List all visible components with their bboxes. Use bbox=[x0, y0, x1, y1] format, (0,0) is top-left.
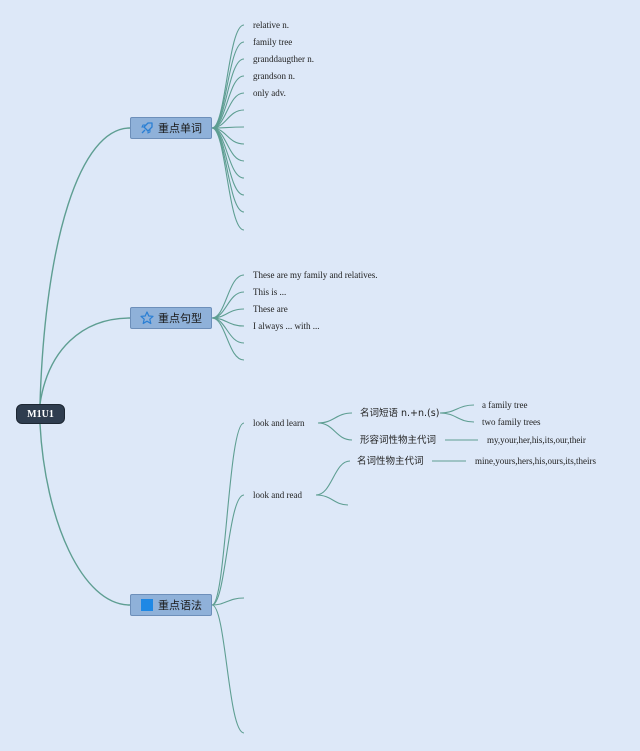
grammar-item-look-and-learn: look and learn bbox=[253, 418, 305, 428]
noun-possessive-label: 名词性物主代词 bbox=[357, 455, 424, 467]
root-label: M1U1 bbox=[27, 408, 54, 420]
topic-3-branches bbox=[211, 422, 245, 734]
topic-1-branches bbox=[211, 24, 245, 231]
example-item: my,your,her,his,its,our,their bbox=[487, 435, 586, 445]
noun-phrase-label: 名词短语 n.+n.(s) bbox=[360, 407, 439, 419]
sentence-item: These are bbox=[253, 304, 288, 314]
sentence-item: These are my family and relatives. bbox=[253, 270, 377, 280]
topic-label: 重点单词 bbox=[158, 122, 202, 135]
rocket-icon bbox=[141, 122, 153, 134]
example-item: two family trees bbox=[482, 417, 541, 427]
branch-root-topic-3 bbox=[39, 423, 131, 606]
root-node[interactable]: M1U1 bbox=[16, 404, 65, 424]
word-item: family tree bbox=[253, 37, 292, 47]
topic-node-key-words[interactable]: 重点单词 bbox=[130, 117, 212, 139]
word-item: only adv. bbox=[253, 88, 286, 98]
sentence-item: I always ... with ... bbox=[253, 321, 320, 331]
sentence-item: This is ... bbox=[253, 287, 286, 297]
topic-2-branches bbox=[211, 274, 245, 361]
topic-node-key-grammar[interactable]: 重点语法 bbox=[130, 594, 212, 616]
look-and-read-branches bbox=[315, 460, 466, 506]
word-item: granddaugther n. bbox=[253, 54, 314, 64]
look-and-learn-branches bbox=[317, 404, 478, 441]
square-icon bbox=[141, 599, 153, 611]
branch-root-topic-2 bbox=[39, 317, 131, 405]
word-item: grandson n. bbox=[253, 71, 295, 81]
star-icon bbox=[140, 311, 154, 325]
word-item: relative n. bbox=[253, 20, 289, 30]
example-item: mine,yours,hers,his,ours,its,theirs bbox=[475, 456, 596, 466]
topic-node-key-sentences[interactable]: 重点句型 bbox=[130, 307, 212, 329]
topic-label: 重点句型 bbox=[158, 312, 202, 325]
topic-label: 重点语法 bbox=[158, 599, 202, 612]
branch-root-topic-1 bbox=[39, 127, 131, 405]
example-item: a family tree bbox=[482, 400, 527, 410]
grammar-item-look-and-read: look and read bbox=[253, 490, 302, 500]
adjective-possessive-label: 形容词性物主代词 bbox=[360, 434, 436, 446]
